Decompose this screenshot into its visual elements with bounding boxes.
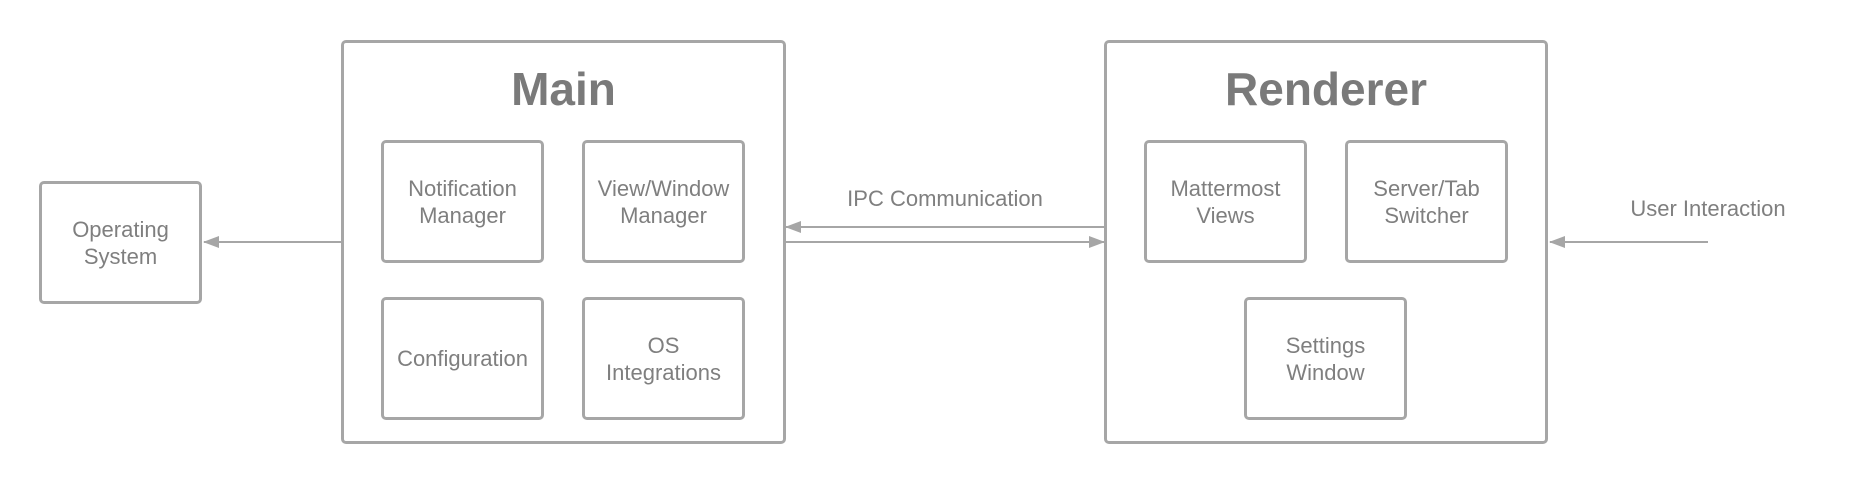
mattermost-views-label: Mattermost Views [1170,175,1281,228]
operating-system-label: Operating System [72,216,169,269]
server-tab-switcher-node: Server/Tab Switcher [1345,140,1508,263]
notification-manager-node: Notification Manager [381,140,544,263]
configuration-node: Configuration [381,297,544,420]
main-title: Main [511,63,616,115]
view-window-manager-node: View/Window Manager [582,140,745,263]
configuration-label: Configuration [397,346,528,371]
mattermost-views-node: Mattermost Views [1144,140,1307,263]
operating-system-node: Operating System [39,181,202,304]
server-tab-switcher-label: Server/Tab Switcher [1373,175,1480,228]
view-window-manager-label: View/Window Manager [597,175,730,228]
os-integrations-label: OS Integrations [606,332,721,385]
os-integrations-node: OS Integrations [582,297,745,420]
settings-window-label: Settings Window [1285,332,1366,385]
notification-manager-label: Notification Manager [408,175,517,228]
ipc-communication-label: IPC Communication [847,186,1043,211]
renderer-title: Renderer [1225,63,1427,115]
settings-window-node: Settings Window [1244,297,1407,420]
user-interaction-label: User Interaction [1630,196,1786,221]
